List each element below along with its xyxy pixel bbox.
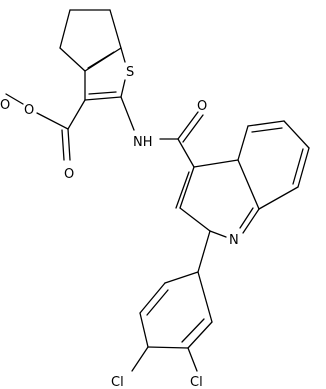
bond (139, 282, 166, 314)
bond (179, 166, 195, 209)
bond (197, 230, 211, 273)
bond (177, 138, 195, 168)
bond (88, 91, 117, 95)
bond (164, 271, 199, 284)
bond (239, 207, 254, 229)
amide-linker (120, 96, 204, 168)
atom-label-n-quinoline: N (229, 233, 239, 248)
bond (5, 93, 24, 105)
bond (209, 230, 227, 238)
bond (67, 99, 86, 130)
bond (120, 47, 126, 63)
bond (297, 147, 310, 188)
bond (197, 271, 213, 323)
methyl-ester-group (5, 93, 86, 161)
bond (187, 347, 198, 372)
bond (193, 159, 239, 168)
atom-labels: O O O S NH O N Cl Cl (0, 65, 239, 389)
quinoline-benzo-ring (237, 120, 310, 210)
atom-label-cl-meta: Cl (190, 375, 203, 389)
bond (87, 51, 115, 69)
atom-label-nh-amide: NH (133, 135, 153, 150)
bond (292, 148, 304, 185)
bond (251, 127, 283, 133)
bond (131, 346, 149, 372)
bond (247, 120, 285, 127)
bond (120, 79, 126, 98)
atom-label-o-ester-methyl: O (0, 98, 10, 113)
thiophene-ring (84, 47, 126, 101)
bond (61, 129, 65, 161)
bond (147, 346, 189, 349)
cyclopentane-ring (59, 9, 122, 72)
bond (109, 9, 122, 49)
bond (283, 120, 310, 149)
bond (177, 111, 199, 140)
bond (59, 9, 71, 49)
bond (237, 159, 260, 210)
bond (175, 171, 190, 209)
bond (139, 312, 149, 348)
atom-label-o-ester-ether: O (24, 103, 34, 118)
bond (182, 114, 204, 143)
atom-label-o-ester-carbonyl: O (64, 167, 74, 182)
bond (36, 112, 69, 130)
bond (67, 128, 71, 161)
bond (179, 207, 211, 232)
bond (120, 96, 135, 131)
bond (146, 289, 169, 316)
bond (84, 96, 122, 101)
bond (258, 186, 299, 210)
atom-label-s-thiophene: S (126, 65, 134, 80)
bond (181, 318, 205, 343)
bond (59, 47, 86, 72)
quinoline-pyridine-ring (175, 159, 260, 238)
bond (242, 208, 260, 234)
atom-label-cl-para: Cl (111, 375, 124, 389)
atom-label-o-amide: O (197, 99, 207, 114)
bond (187, 321, 213, 349)
bond (237, 125, 249, 161)
dichlorophenyl-ring (139, 271, 213, 349)
